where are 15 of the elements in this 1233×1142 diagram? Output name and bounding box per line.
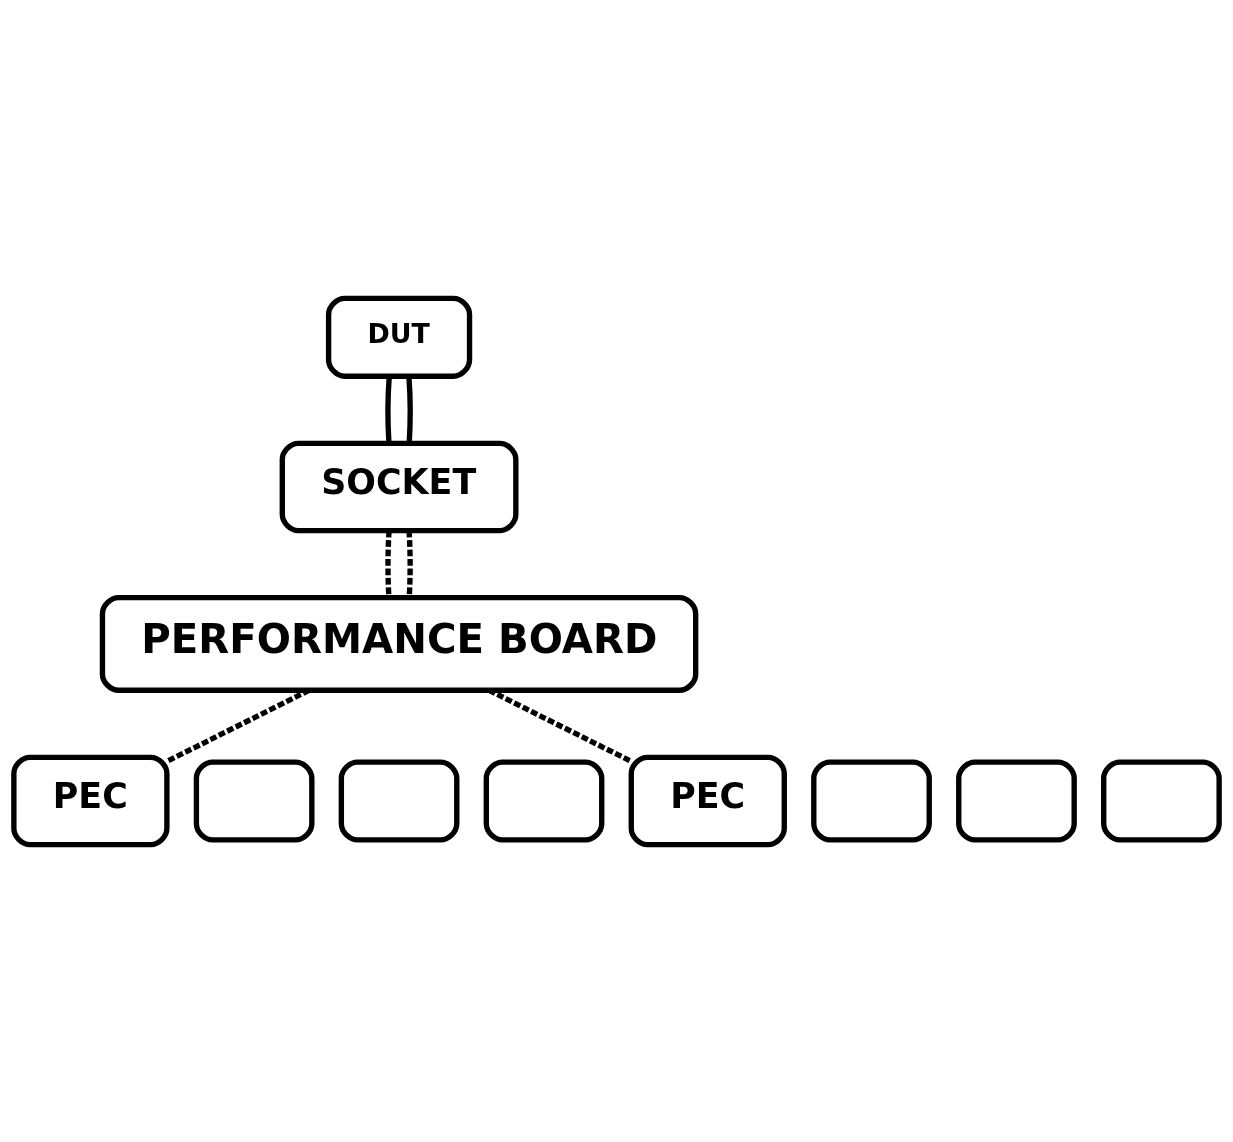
node-box <box>956 758 1077 843</box>
node-box <box>338 758 460 843</box>
connector <box>385 530 392 598</box>
node-box <box>1101 758 1222 843</box>
node-box: PERFORMANCE BOARD <box>99 594 699 693</box>
connector <box>488 687 633 764</box>
node-box <box>483 758 605 843</box>
node-box <box>811 758 932 843</box>
connector <box>165 687 311 764</box>
node-box <box>193 758 315 843</box>
node-box: DUT <box>325 295 473 379</box>
node-box: PEC <box>628 754 787 847</box>
node-box: SOCKET <box>279 440 519 533</box>
node-box: PEC <box>11 754 170 847</box>
connector <box>406 530 413 598</box>
